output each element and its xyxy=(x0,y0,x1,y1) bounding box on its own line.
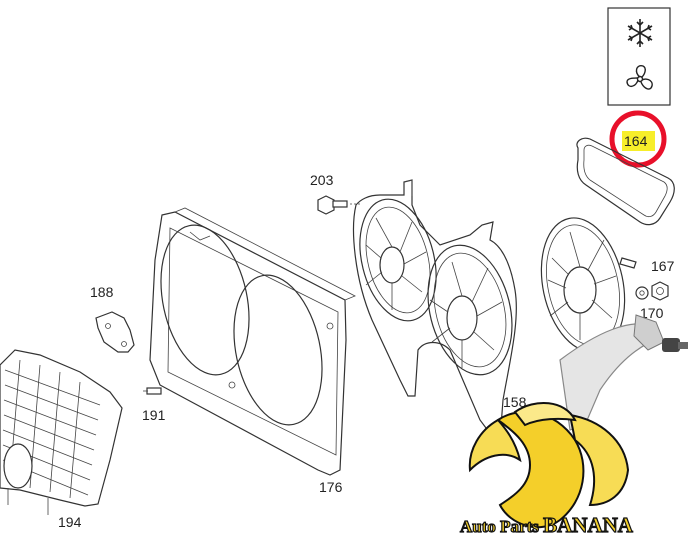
snowflake-icon xyxy=(627,19,653,47)
part-194-grille xyxy=(0,349,123,515)
watermark-text: Auto Parts BANANA xyxy=(460,513,634,537)
label-188: 188 xyxy=(90,284,114,300)
part-176-frame xyxy=(149,207,356,476)
part-fan-shroud xyxy=(352,179,517,441)
part-188-bracket xyxy=(95,311,135,353)
part-170-washer xyxy=(635,286,649,300)
part-single-fan xyxy=(540,217,637,353)
label-176: 176 xyxy=(319,479,343,495)
label-191: 191 xyxy=(142,407,166,423)
label-203: 203 xyxy=(310,172,334,188)
watermark-text-part1: Auto Parts xyxy=(460,517,543,536)
label-194: 194 xyxy=(58,514,82,530)
legend-box xyxy=(607,7,671,106)
part-203-bolt xyxy=(317,195,360,215)
label-167: 167 xyxy=(651,258,675,274)
part-164-belt xyxy=(576,137,675,226)
label-170: 170 xyxy=(640,305,664,321)
watermark-logo: Auto Parts BANANA xyxy=(459,314,688,538)
label-158: 158 xyxy=(503,394,527,410)
part-167-nut xyxy=(651,281,669,301)
watermark-text-part2: BANANA xyxy=(543,513,634,537)
label-164: 164 xyxy=(624,133,648,149)
part-191-screw xyxy=(143,387,162,395)
fan-icon xyxy=(626,65,653,90)
highlight-164 xyxy=(609,110,667,168)
